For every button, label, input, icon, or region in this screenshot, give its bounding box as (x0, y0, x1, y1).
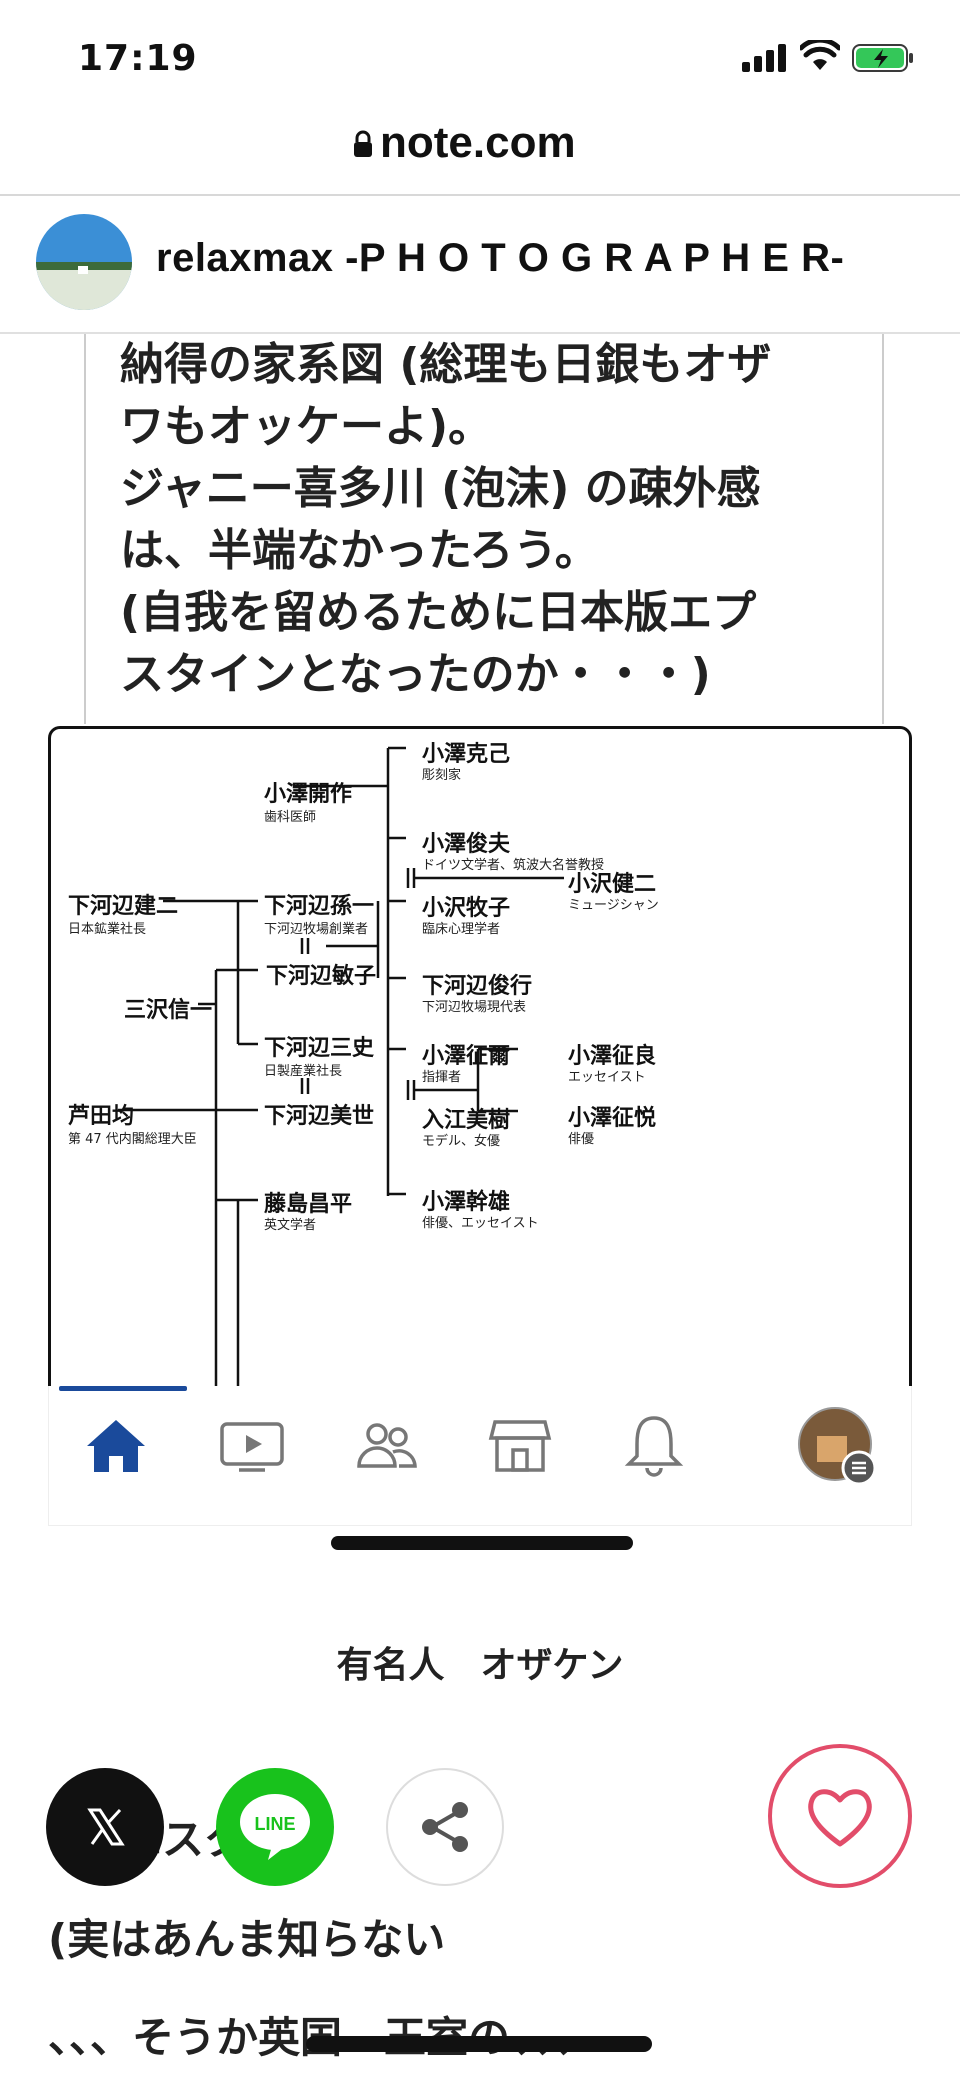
wifi-icon (800, 40, 840, 70)
family-tree-lines (118, 746, 564, 1386)
shop-icon (488, 1420, 552, 1472)
lock-icon (354, 130, 372, 157)
person-role: 下河辺牧場創業者 (264, 922, 369, 937)
person-name: 下河辺美世 (264, 1104, 375, 1129)
person-role: ミュージシャン (568, 898, 659, 913)
line-logo-icon: LINE (240, 1794, 310, 1860)
person-name: 小澤幹雄 (422, 1190, 511, 1215)
author-name[interactable]: relaxmax -P H O T O G R A P H E R- (156, 236, 845, 280)
person-name: 三沢信一 (124, 998, 213, 1023)
body-text-line: (実はあんま知らない (48, 1915, 446, 1964)
person-name: 小澤開作 (264, 782, 353, 807)
share-icon (422, 1802, 468, 1852)
battery-icon (852, 44, 913, 72)
person-name: 小澤征悦 (568, 1106, 657, 1131)
person-name: 小澤俊夫 (422, 832, 511, 857)
person-role: 臨床心理学者 (422, 922, 501, 937)
status-bar: 17:19 (0, 0, 960, 110)
home-indicator (306, 2036, 652, 2052)
embedded-app-nav (48, 1386, 912, 1550)
person-name: 下河辺俊行 (422, 974, 533, 999)
nav-active-indicator (59, 1386, 187, 1391)
person-role: 彫刻家 (422, 768, 462, 783)
author-avatar[interactable] (36, 214, 132, 310)
bell-icon (624, 1416, 684, 1477)
person-name: 小澤征爾 (422, 1044, 511, 1069)
person-name: 下河辺建二 (68, 894, 179, 919)
person-name: 下河辺孫一 (264, 894, 375, 919)
people-icon (357, 1423, 417, 1468)
person-name: 芦田均 (68, 1104, 135, 1129)
quote-line: ジャニー喜多川 (泡沫) の疎外感 (120, 463, 761, 514)
person-name: 下河辺敏子 (266, 964, 377, 989)
person-name: 藤島昌平 (264, 1192, 353, 1217)
embedded-quote-text: 納得の家系図 (総理も日銀もオザ ワもオッケーよ)。 ジャニー喜多川 (泡沫) … (84, 334, 884, 724)
person-role: 俳優、エッセイスト (422, 1216, 539, 1231)
x-logo-icon (87, 1808, 125, 1846)
person-role: 俳優 (568, 1132, 595, 1147)
image-caption: 有名人 オザケン (336, 1645, 624, 1686)
video-icon (220, 1422, 284, 1472)
person-role: 第 47 代内閣総理大臣 (68, 1132, 197, 1147)
body-text-line: 、、、そうか英国 王室の、、、 (48, 2013, 594, 2062)
home-icon (87, 1420, 145, 1472)
person-name: 小沢健二 (568, 872, 657, 897)
signal-icon (742, 44, 786, 72)
person-role: エッセイスト (568, 1070, 646, 1085)
family-tree: 小澤克己 彫刻家 小澤開作 歯科医師 小澤俊夫 ドイツ文学者、筑波大名誉教授 小… (48, 726, 912, 1386)
share-line-button[interactable]: LINE (216, 1768, 334, 1886)
quote-line: スタインとなったのか・・・) (120, 649, 711, 700)
url-text: note.com (380, 118, 576, 167)
person-role: 歯科医師 (264, 810, 317, 825)
like-button[interactable] (768, 1744, 912, 1888)
person-role: ドイツ文学者、筑波大名誉教授 (422, 858, 605, 873)
person-role: 日本鉱業社長 (68, 922, 147, 937)
divider (0, 194, 960, 196)
embedded-screenshot: 納得の家系図 (総理も日銀もオザ ワもオッケーよ)。 ジャニー喜多川 (泡沫) … (48, 334, 912, 1584)
divider (0, 332, 960, 334)
profile-avatar (798, 1407, 877, 1486)
person-name: 小澤征良 (568, 1044, 657, 1069)
person-role: 英文学者 (264, 1218, 317, 1233)
family-tree-frame (48, 726, 912, 1386)
quote-line: は、半端なかったろう。 (120, 525, 599, 576)
quote-line: 納得の家系図 (総理も日銀もオザ (120, 339, 772, 390)
person-role: モデル、女優 (422, 1134, 501, 1149)
person-name: 小沢牧子 (422, 896, 511, 921)
author-header[interactable]: relaxmax -P H O T O G R A P H E R- (0, 196, 960, 332)
status-time: 17:19 (78, 38, 198, 79)
line-logo-text: LINE (254, 1814, 295, 1834)
share-button[interactable] (386, 1768, 504, 1886)
person-role: 指揮者 (422, 1070, 462, 1085)
quote-line: ワもオッケーよ)。 (120, 401, 493, 452)
url-bar[interactable]: note.com (0, 110, 960, 194)
person-name: 小澤克己 (422, 742, 511, 767)
person-name: 入江美樹 (422, 1108, 511, 1133)
person-name: 下河辺三史 (264, 1036, 375, 1061)
person-role: 日製産業社長 (264, 1064, 343, 1079)
quote-line: (自我を留めるために日本版エプ (120, 587, 757, 638)
embedded-home-indicator (331, 1536, 633, 1550)
share-x-button[interactable] (46, 1768, 164, 1886)
person-role: 下河辺牧場現代表 (422, 1000, 527, 1015)
heart-icon (808, 1789, 872, 1847)
